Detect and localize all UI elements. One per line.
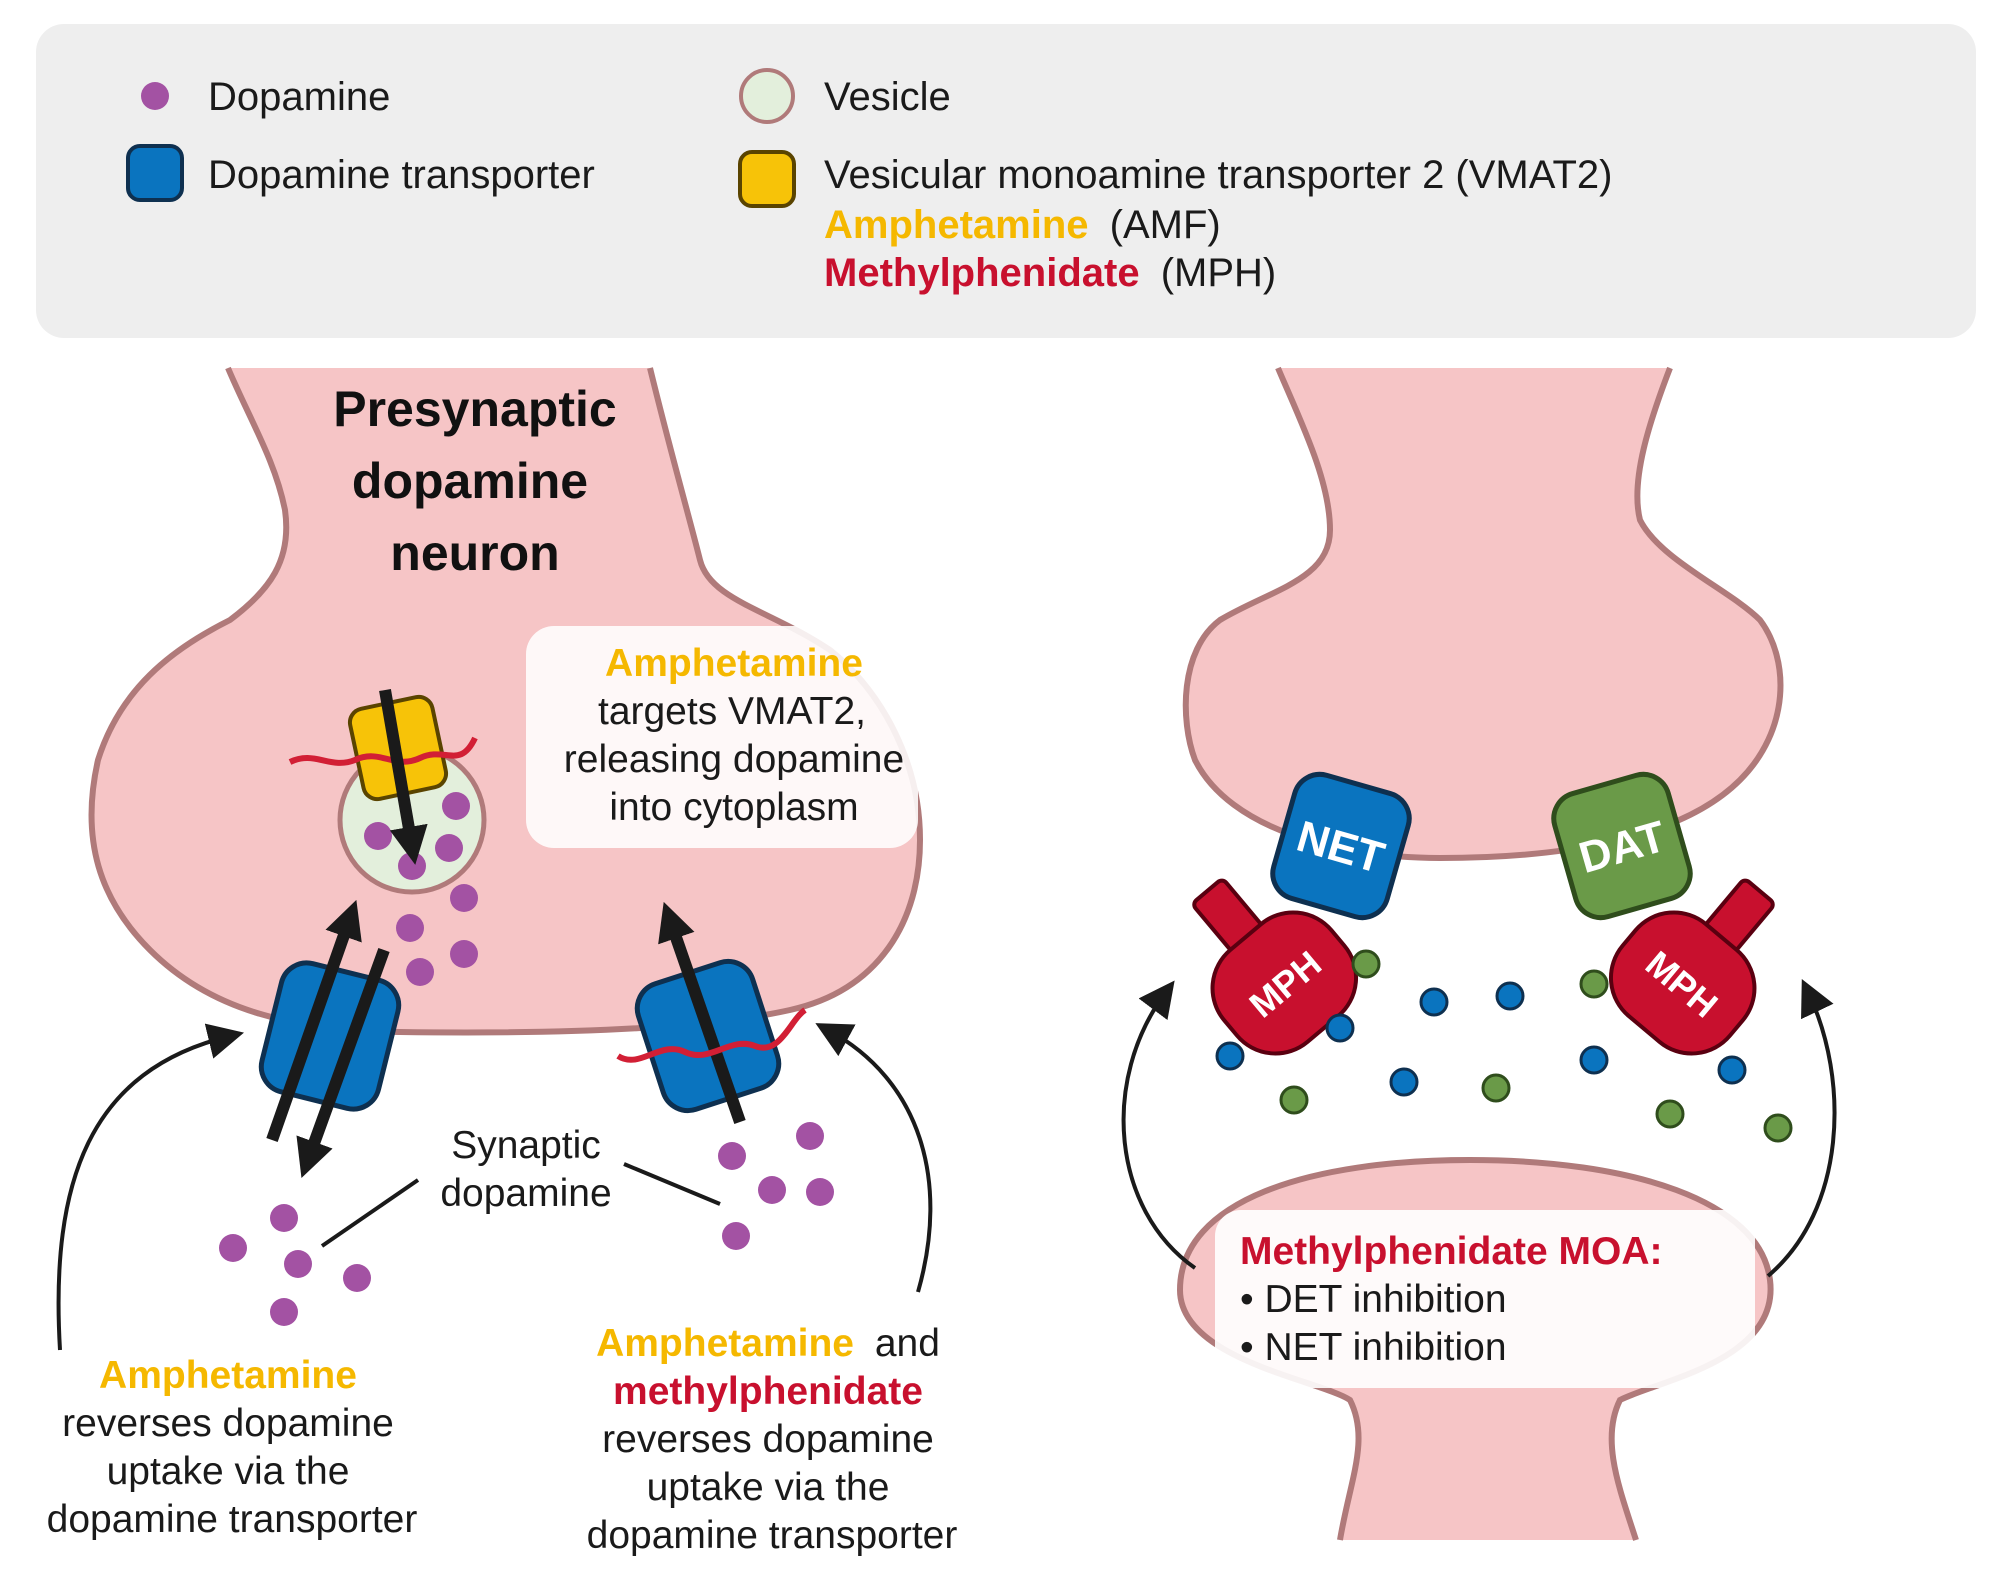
moa-item-2: • NET inhibition (1240, 1326, 1507, 1369)
dat-right-efflux-arrow (658, 901, 746, 1124)
presynaptic-neuron-shape (88, 366, 924, 1036)
amphetamine-squiggle-dat (616, 1007, 807, 1063)
right-curved-arrow (815, 1023, 933, 1293)
synaptic-dopamine (284, 1250, 312, 1278)
dopamine-dot-green (1763, 1113, 1793, 1143)
presynaptic-title-line-1: Presynaptic (333, 381, 616, 437)
synaptic-leader-left (320, 1178, 420, 1248)
moa-callout-box (1215, 1210, 1755, 1388)
norepinephrine-dot-blue (1325, 1013, 1355, 1043)
cytoplasm-dopamine (450, 940, 478, 968)
dopamine-dot-green (1279, 1085, 1309, 1115)
moa-title: Methylphenidate MOA: (1240, 1230, 1663, 1273)
legend-vmat2-label: Vesicular monoamine transporter 2 (VMAT2… (824, 153, 1612, 197)
norepinephrine-dot-blue (1419, 987, 1449, 1017)
left-caption-line-1: reverses dopamine (62, 1402, 394, 1445)
legend-amphetamine-name: Amphetamine (824, 203, 1089, 247)
dat-transporter-group: DAT (1551, 771, 1693, 921)
legend-methylphenidate-name: Methylphenidate (824, 251, 1140, 295)
right-panel: NET MPH DAT MPH (1121, 366, 1837, 1541)
right-presynaptic-neuron-shape (1182, 366, 1784, 862)
synaptic-dopamine (270, 1298, 298, 1326)
legend-amphetamine: Amphetamine (AMF) (824, 203, 1221, 247)
vesicle-dopamine (398, 852, 426, 880)
cytoplasm-dopamine (406, 958, 434, 986)
legend-dopamine-label: Dopamine (208, 75, 390, 119)
synaptic-dopamine (343, 1264, 371, 1292)
legend-background (36, 24, 1976, 338)
right-caption-line-3: dopamine transporter (587, 1514, 958, 1557)
synaptic-dopamine (718, 1142, 746, 1170)
dopamine-dot-green (1655, 1099, 1685, 1129)
vesicle-dopamine (435, 834, 463, 862)
dat-left-efflux-arrow (266, 899, 362, 1142)
vmat2-release-arrow (379, 688, 428, 865)
synaptic-dopamine (796, 1122, 824, 1150)
mph-blocker-dat: MPH (1608, 878, 1775, 1056)
amphetamine-squiggle (288, 736, 478, 766)
right-left-curved-arrow (1121, 980, 1197, 1270)
vmat2-callout-line-3: into cytoplasm (609, 786, 858, 829)
cytoplasm-dopamine (396, 914, 424, 942)
right-caption-line-2: uptake via the (647, 1466, 890, 1509)
net-transporter-group: NET (1270, 771, 1412, 921)
right-caption-conj: and (875, 1322, 940, 1365)
vmat2-callout-box (526, 626, 918, 848)
left-curved-arrow (56, 1023, 244, 1351)
right-right-curved-arrow (1766, 979, 1837, 1278)
legend-panel: Dopamine Dopamine transporter Vesicle Ve… (36, 24, 1976, 338)
legend-methylphenidate: Methylphenidate (MPH) (824, 251, 1276, 295)
synaptic-dopamine (806, 1178, 834, 1206)
presynaptic-title-line-3: neuron (390, 525, 559, 581)
right-caption-drug1: Amphetamine (596, 1322, 854, 1365)
dopamine-dot-green (1481, 1073, 1511, 1103)
synaptic-dopamine (219, 1234, 247, 1262)
legend-methylphenidate-abbr: (MPH) (1161, 251, 1277, 295)
norepinephrine-dot-blue (1717, 1055, 1747, 1085)
cytoplasm-dopamine (450, 884, 478, 912)
synaptic-dopamine (270, 1204, 298, 1232)
legend-amphetamine-abbr: (AMF) (1110, 203, 1221, 247)
mph-head-dat (1608, 910, 1757, 1056)
vesicle-dopamine (442, 792, 470, 820)
vesicle-legend-icon (739, 68, 795, 124)
synaptic-label-line-2: dopamine (440, 1172, 611, 1215)
synaptic-dopamine (722, 1222, 750, 1250)
synaptic-leader-right (623, 1162, 721, 1206)
right-caption-drug2: methylphenidate (613, 1370, 923, 1413)
right-caption-line-1: reverses dopamine (602, 1418, 934, 1461)
norepinephrine-dot-blue (1579, 1045, 1609, 1075)
vmat2-callout-line-2: releasing dopamine (564, 738, 904, 781)
dopamine-legend-icon (141, 82, 169, 110)
dat-left-influx-arrow (296, 947, 390, 1179)
left-caption-drug: Amphetamine (99, 1354, 357, 1397)
norepinephrine-dot-blue (1495, 981, 1525, 1011)
left-caption-line-3: dopamine transporter (47, 1498, 418, 1541)
legend-vesicle-label: Vesicle (824, 75, 951, 119)
vmat2-callout-line-1: targets VMAT2, (598, 690, 866, 733)
dopamine-dot-green (1579, 969, 1609, 999)
left-caption-line-2: uptake via the (107, 1450, 350, 1493)
net-transporter (1270, 771, 1412, 921)
mph-blocker-net: MPH (1192, 878, 1359, 1056)
legend-dopamine-transporter-label: Dopamine transporter (208, 153, 595, 197)
synaptic-label-line-1: Synaptic (451, 1124, 601, 1167)
right-caption-line-drugs: Amphetamine and (596, 1322, 940, 1365)
dopamine-transporter-legend-icon (126, 144, 184, 202)
norepinephrine-dot-blue (1389, 1067, 1419, 1097)
synaptic-dopamine (758, 1176, 786, 1204)
moa-item-1: • DET inhibition (1240, 1278, 1507, 1321)
vesicle-dopamine (364, 822, 392, 850)
vmat2-callout-drug: Amphetamine (605, 642, 863, 685)
dopamine-dot-green (1351, 949, 1381, 979)
mph-head-net (1210, 910, 1359, 1056)
presynaptic-title-line-2: dopamine (352, 453, 588, 509)
left-panel: Presynaptic dopamine neuron Amphetamine … (47, 366, 958, 1557)
norepinephrine-dot-blue (1215, 1041, 1245, 1071)
vmat2-legend-icon (738, 150, 796, 208)
dat-transporter (1551, 771, 1693, 921)
